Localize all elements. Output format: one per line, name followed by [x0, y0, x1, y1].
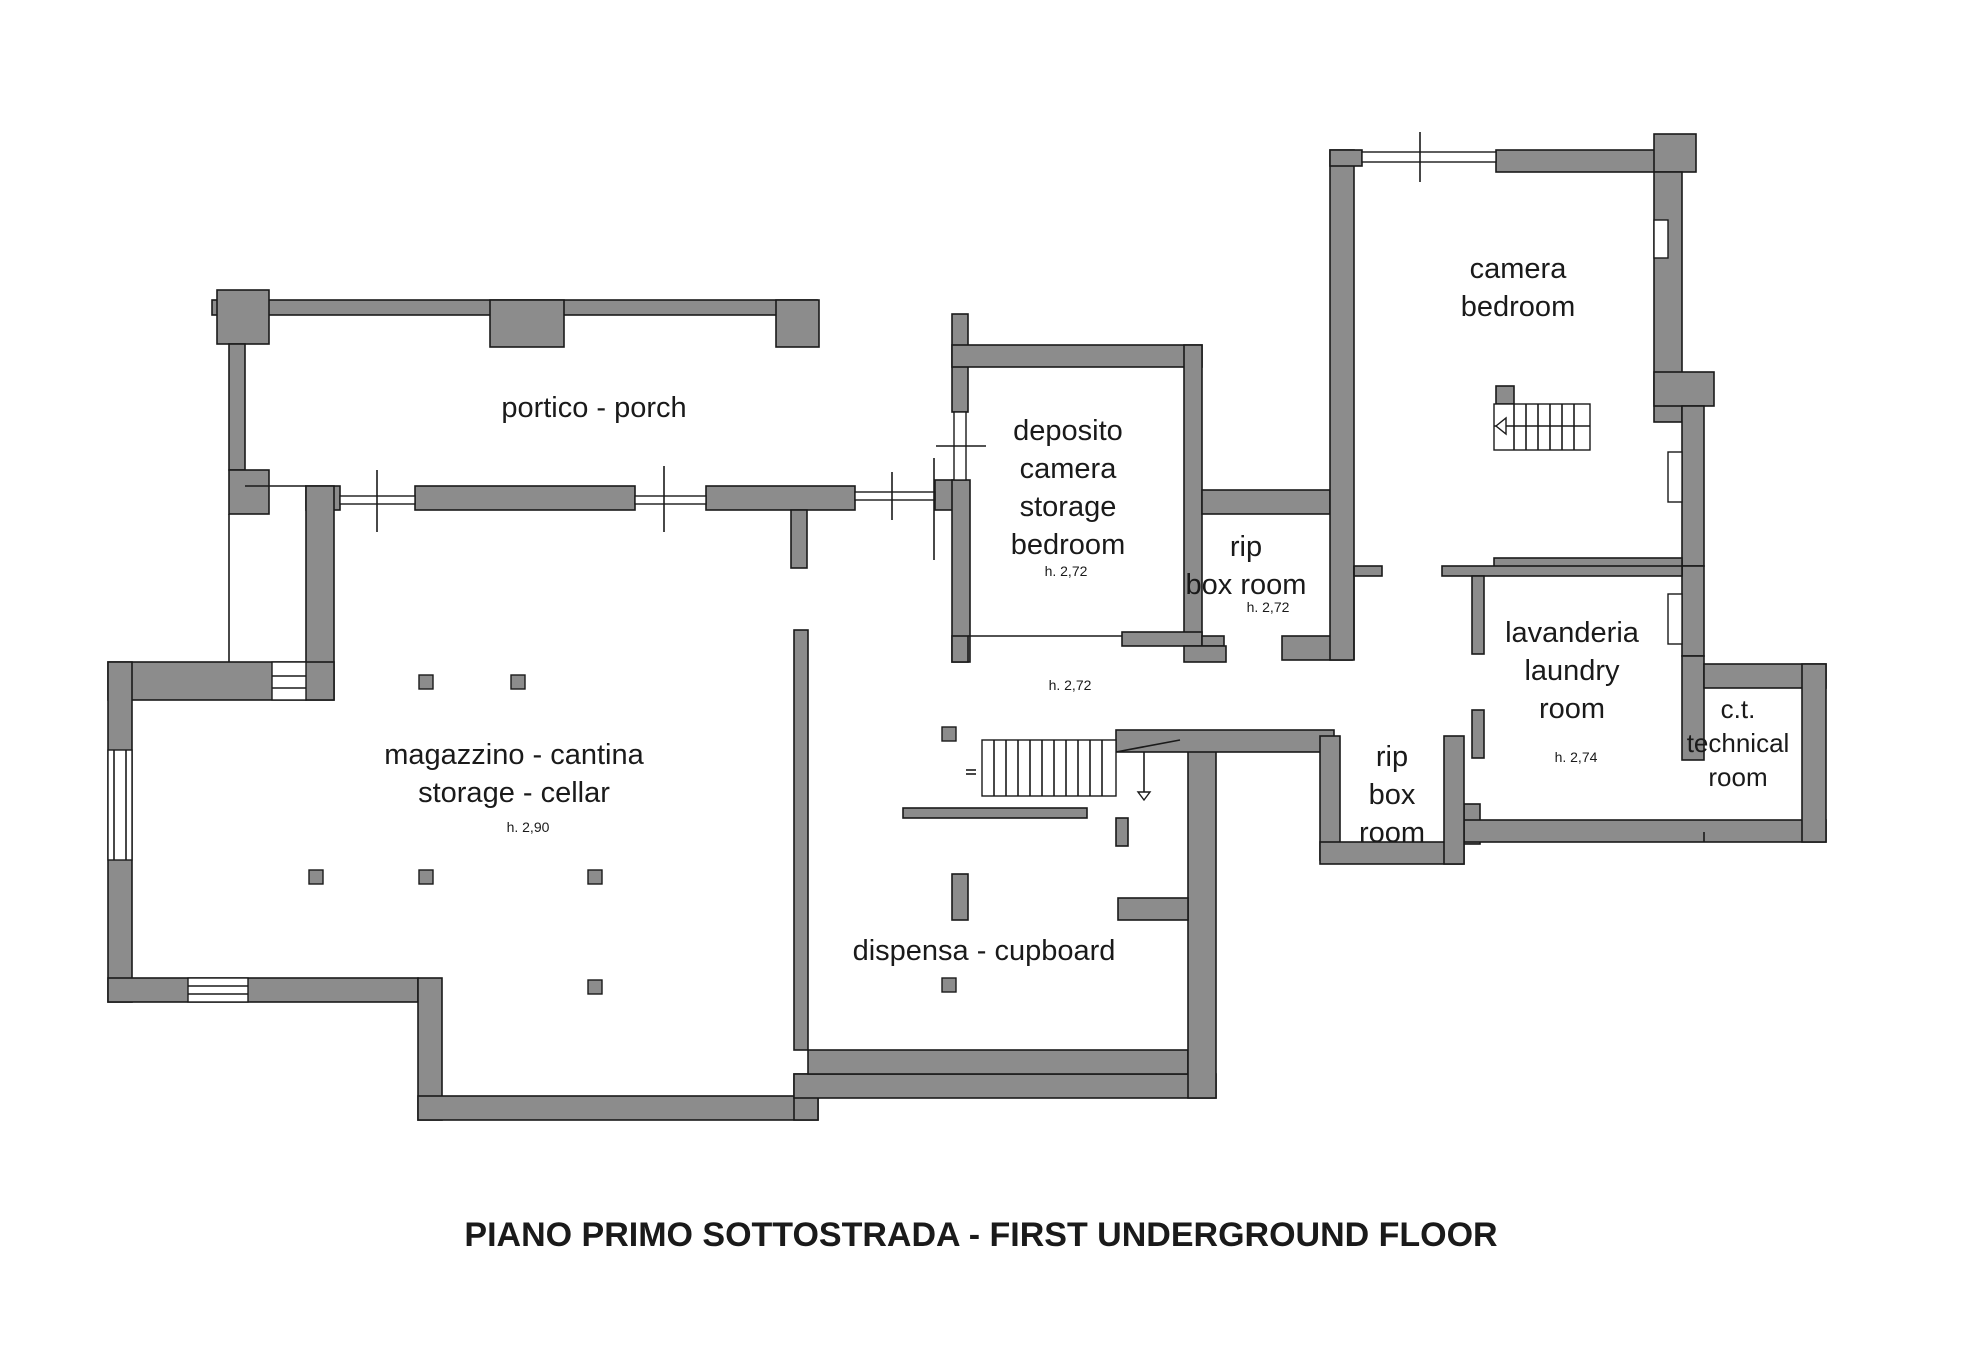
stairs — [966, 403, 1591, 802]
deposito-label-line-3: storage — [1020, 491, 1117, 523]
porch-top-pillar-right — [775, 299, 820, 348]
deposito-top-wall — [951, 344, 1203, 368]
lavanderia-height: h. 2,74 — [1555, 749, 1598, 765]
porch-left-post — [228, 343, 246, 471]
deposito-height: h. 2,72 — [1045, 563, 1088, 579]
corridor-height: h. 2,72 — [1049, 677, 1092, 693]
bedroom-right-step — [1653, 371, 1715, 407]
laundry-top-wall — [1441, 565, 1683, 577]
bedroom-bottom-left-stub — [1353, 565, 1383, 577]
window-bedroom-right-a — [1653, 219, 1669, 259]
pillar — [587, 869, 603, 885]
pillar — [587, 979, 603, 995]
stair-upper-wall — [1115, 729, 1335, 753]
magazzino-height: h. 2,90 — [507, 819, 550, 835]
rip-box-upper-label-line-2: box room — [1186, 569, 1307, 601]
ct-label-line-1: c.t. — [1721, 694, 1756, 724]
pillars — [308, 674, 957, 995]
bedroom-left-wall — [1329, 149, 1355, 661]
window-porch-c — [854, 491, 936, 501]
cellar-outer-bottom-wall — [107, 977, 419, 1003]
bedroom-top-wall-right — [1495, 149, 1663, 173]
windows — [107, 132, 1683, 1003]
pantry-pillar-a — [951, 873, 969, 921]
deposito-label-line-2: camera — [1020, 453, 1118, 485]
deposito-bottom-wall-right — [1121, 631, 1203, 647]
lower-boxroom-right-wall — [1443, 735, 1465, 865]
cellar-pantry-divider — [793, 629, 809, 1051]
thin-lines — [228, 458, 1705, 842]
porch-left-pillar-low — [228, 469, 270, 515]
lavanderia-label-line-2: laundry — [1524, 655, 1620, 687]
boxroom-bottom-stub — [1183, 645, 1227, 663]
window-porch-b — [634, 495, 707, 505]
magazzino-label-line-1: magazzino - cantina — [384, 739, 644, 771]
plan-title: PIANO PRIMO SOTTOSTRADA - FIRST UNDERGRO… — [464, 1216, 1497, 1254]
porch-label: portico - porch — [501, 392, 686, 424]
window-cellar-bottom — [187, 977, 249, 1003]
pantry-right-wall — [1187, 739, 1217, 1099]
pillar — [418, 674, 434, 690]
bedroom-right-wall-low — [1681, 565, 1705, 657]
bedroom-top-wall-left — [1329, 149, 1363, 167]
deposito-left-wall-lower — [951, 479, 971, 663]
porch-front-wall-b — [414, 485, 636, 511]
window-laundry-right — [1667, 593, 1683, 645]
porch-front-wall-c — [705, 485, 856, 511]
rip-box-lower-label-line-2: box — [1369, 779, 1416, 811]
pillar — [941, 726, 957, 742]
rip-box-upper-height: h. 2,72 — [1247, 599, 1290, 615]
ct-label-line-3: room — [1708, 762, 1767, 792]
rip-box-lower-label-line-1: rip — [1376, 741, 1408, 773]
pantry-bottom-inner-wall — [807, 1049, 1189, 1075]
porch-corner-pillar-left — [216, 289, 270, 345]
bedroom-right-wall-mid — [1681, 405, 1705, 567]
laundry-left-wall-lower — [1471, 709, 1485, 759]
rip-box-lower-label-line-3: room — [1359, 817, 1425, 849]
pillar — [418, 869, 434, 885]
porch-front-stub — [790, 509, 808, 569]
cellar-bottom-wall — [417, 1095, 819, 1121]
rip-box-upper-label-line-1: rip — [1230, 531, 1262, 563]
stair-post — [1115, 817, 1129, 847]
pillar — [941, 977, 957, 993]
laundry-right-wall — [1681, 655, 1705, 761]
window-bedroom-top — [1361, 151, 1497, 163]
ct-label-line-2: technical — [1687, 728, 1790, 758]
porch-top-pillar-mid — [489, 299, 565, 348]
bedroom-stair — [1493, 403, 1591, 451]
deposito-label-line-1: deposito — [1013, 415, 1123, 447]
room-labels: portico - porch deposito camera storage … — [384, 253, 1789, 967]
lavanderia-label-line-1: lavanderia — [1505, 617, 1640, 649]
dispensa-label: dispensa - cupboard — [853, 935, 1116, 967]
window-cellar-left — [107, 749, 133, 861]
bedroom-top-right-block — [1653, 133, 1697, 173]
deposito-bottom-wall-left — [951, 635, 969, 663]
central-stair — [966, 739, 1181, 802]
pantry-bottom-wall — [793, 1073, 1217, 1099]
pillar — [510, 674, 526, 690]
bedroom-stair-stub — [1495, 385, 1515, 405]
pantry-right-stub — [1117, 897, 1189, 921]
camera-label-line-1: camera — [1470, 253, 1568, 285]
window-cellar-top — [271, 661, 307, 701]
stair-lower-wall — [902, 807, 1088, 819]
lavanderia-label-line-3: room — [1539, 693, 1605, 725]
deposito-label-line-4: bedroom — [1011, 529, 1125, 561]
magazzino-label-line-2: storage - cellar — [418, 777, 610, 809]
boxroom-bottom-wall-left — [1201, 635, 1225, 647]
laundry-left-wall-upper — [1471, 575, 1485, 655]
camera-label-line-2: bedroom — [1461, 291, 1575, 323]
boxroom-top-wall — [1201, 489, 1331, 515]
technical-right-wall — [1801, 663, 1827, 843]
pillar — [308, 869, 324, 885]
laundry-bottom-wall — [1463, 819, 1827, 843]
window-bedroom-right-b — [1667, 451, 1683, 503]
walls — [107, 133, 1827, 1121]
